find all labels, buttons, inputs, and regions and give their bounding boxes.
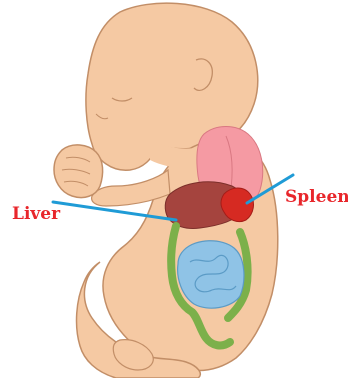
fetus-hand bbox=[54, 145, 103, 198]
liver-label: Liver bbox=[12, 204, 61, 224]
small-intestine bbox=[178, 241, 244, 308]
spleen-label: Spleen bbox=[285, 187, 348, 207]
